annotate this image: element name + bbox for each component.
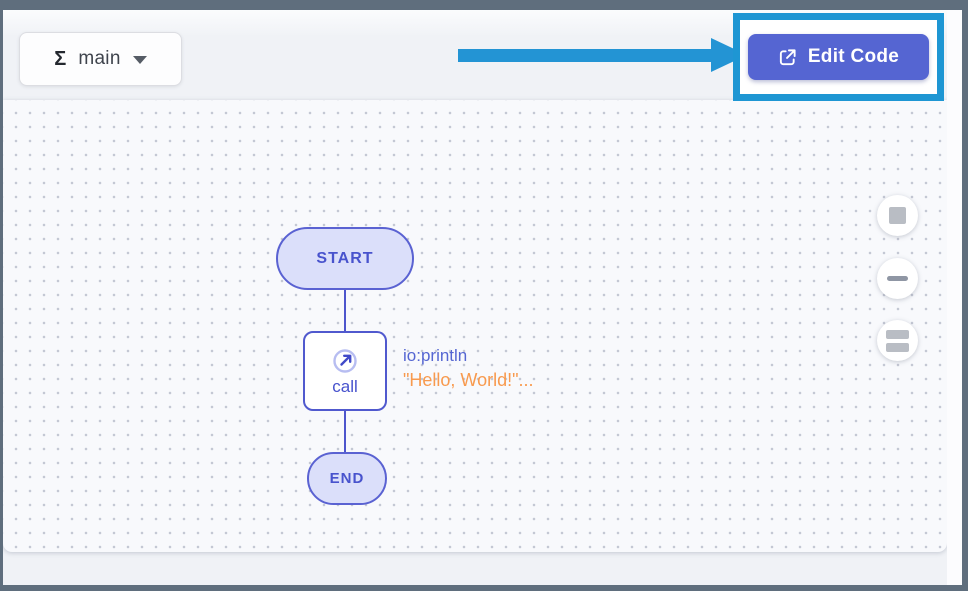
annotation-arrow-shaft xyxy=(458,49,712,62)
edit-code-button[interactable]: Edit Code xyxy=(748,34,929,80)
start-node-label: START xyxy=(316,249,374,267)
function-selector-label: main xyxy=(78,48,121,69)
call-arguments-label: "Hello, World!"... xyxy=(403,370,534,390)
square-icon xyxy=(889,207,906,224)
minus-icon xyxy=(887,276,908,281)
diagram-canvas[interactable]: START call io:println "Hello, World!"...… xyxy=(3,100,947,552)
stacked-bars-icon xyxy=(886,329,909,352)
connector-call-to-end xyxy=(344,411,346,453)
sigma-function-icon: Σ xyxy=(54,47,67,70)
annotation-highlight-box: Edit Code xyxy=(733,13,944,101)
call-node-details[interactable]: io:println "Hello, World!"... xyxy=(403,346,533,391)
call-node[interactable]: call xyxy=(303,331,387,411)
zoom-out-button[interactable] xyxy=(877,258,918,299)
scrollbar-track[interactable] xyxy=(947,10,962,585)
start-node[interactable]: START xyxy=(276,227,414,290)
fit-to-screen-button[interactable] xyxy=(877,195,918,236)
connector-start-to-call xyxy=(344,290,346,332)
edit-code-label: Edit Code xyxy=(807,46,900,67)
call-expression-label: io:println xyxy=(403,346,468,365)
call-action-icon xyxy=(333,348,357,373)
end-node-label: END xyxy=(329,470,365,487)
toolbar: Σ main Edit Code xyxy=(3,10,962,101)
layers-button[interactable] xyxy=(877,320,918,361)
chevron-down-icon xyxy=(132,56,147,64)
function-selector-dropdown[interactable]: Σ main xyxy=(19,32,182,86)
end-node[interactable]: END xyxy=(307,452,387,505)
diagram-panel: Σ main Edit Code xyxy=(3,10,962,585)
call-node-label: call xyxy=(332,376,358,396)
external-link-icon xyxy=(779,48,796,65)
